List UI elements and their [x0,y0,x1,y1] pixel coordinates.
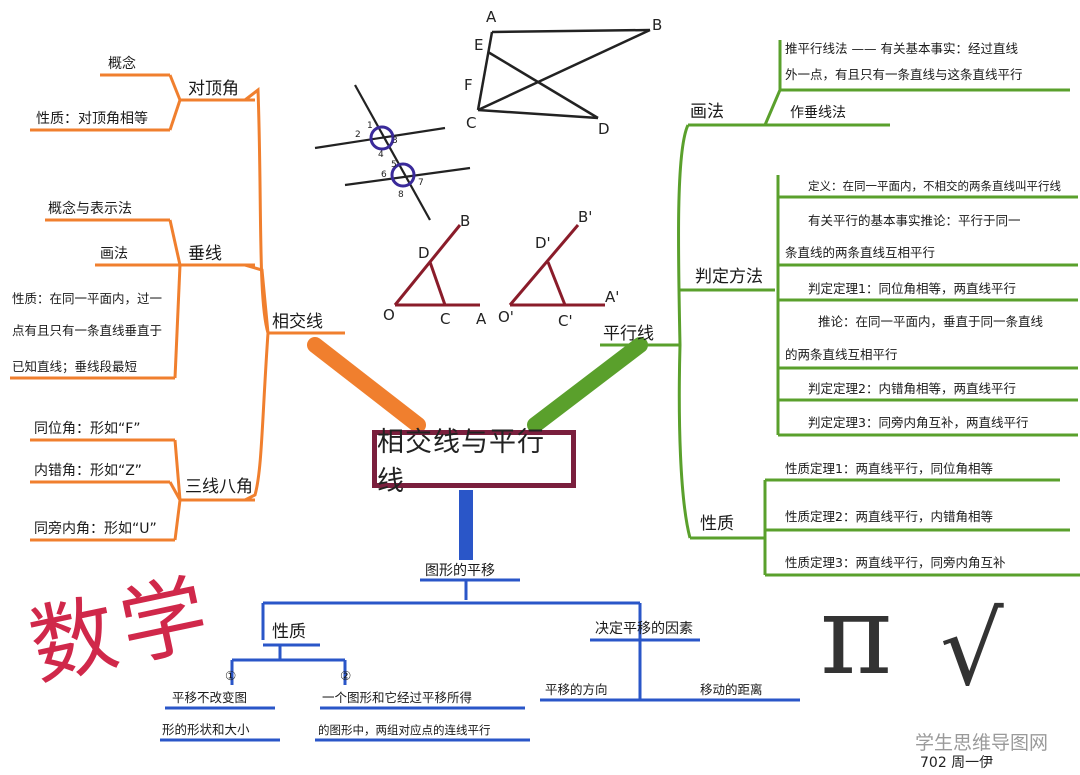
item-axiom-corollary-1: 有关平行的基本事实推论：平行于同一 [808,213,1021,228]
item-perpendicular-property-2: 点有且只有一条直线垂直于 [12,323,163,338]
tri-point-B-prime: B' [578,208,593,226]
item-property-3: 性质定理3：两直线平行，同旁内角互补 [785,555,1006,570]
item-drawing: 画法 [100,246,128,262]
angle-num-2: 2 [355,130,361,140]
item-perpendicular-property-1: 性质：在同一平面内，过一 [12,291,163,306]
tri-point-O-prime: O' [498,308,514,326]
angle-num-3: 3 [392,136,398,146]
angle-num-1: 1 [367,121,373,131]
group-translation-factors: 决定平移的因素 [595,621,693,637]
item-property-2: 性质定理2：两直线平行，内错角相等 [785,509,993,524]
tri-point-D-prime: D' [535,234,551,252]
item-co-interior-angles: 同旁内角：形如“U” [34,521,157,537]
tri-point-A: A [476,310,487,328]
tri-point-A-prime: A' [605,288,620,306]
point-A: A [486,8,497,26]
left-tree [10,73,345,542]
item-concept-notation: 概念与表示法 [48,201,132,217]
author-signature: 702 周一伊 [920,755,994,771]
angle-num-5: 5 [391,160,397,170]
group-properties: 性质 [700,514,734,534]
tri-point-O: O [383,306,395,324]
item-criterion-1: 判定定理1：同位角相等，两直线平行 [808,281,1016,296]
angle-num-6: 6 [381,170,387,180]
watermark: 学生思维导图网 [915,732,1049,754]
point-C: C [466,114,477,132]
group-vertical-angles: 对顶角 [188,79,239,99]
item-translation-property-1a: 平移不改变图 [172,690,248,705]
three-lines-eight-angles-figure [314,84,471,221]
item-property-1: 性质定理1：两直线平行，同位角相等 [785,461,993,476]
item-translation-property-2b: 的图形中，两组对应点的连线平行 [318,723,491,737]
item-translation-distance: 移动的距离 [700,682,763,697]
point-B: B [652,16,663,34]
group-three-lines-eight-angles: 三线八角 [185,477,253,497]
tri-point-D: D [418,244,430,262]
group-drawing: 画法 [690,102,724,122]
branch-label-intersecting-lines: 相交线 [272,312,323,332]
angle-num-7: 7 [418,178,424,188]
item-alternate-angles: 内错角：形如“Z” [34,463,142,479]
tri-point-B: B [460,212,471,230]
point-D: D [598,120,610,138]
item-perpendicular-property-3: 已知直线；垂线段最短 [12,359,138,374]
parallel-lines-figure [476,28,651,120]
item-perpendicular-method: 作垂线法 [790,105,846,121]
marker-2: ② [340,668,352,683]
point-E: E [474,36,484,54]
item-translation-property-1b: 形的形状和大小 [162,722,250,737]
tri-point-C: C [440,310,451,328]
pi-symbol: π [820,571,893,699]
item-translation-property-2a: 一个图形和它经过平移所得 [322,690,473,705]
angle-num-8: 8 [398,190,404,200]
group-perpendicular: 垂线 [188,244,222,264]
point-F: F [464,76,473,94]
tri-point-C-prime: C' [558,312,573,330]
left-main-branch [307,337,426,433]
item-parallel-axiom: 外一点，有且只有一条直线与这条直线平行 [785,67,1023,82]
sqrt-symbol: √ [940,591,1004,708]
branch-label-parallel-lines: 平行线 [603,324,654,344]
angle-num-4: 4 [378,150,384,160]
item-corollary-1: 推论：在同一平面内，垂直于同一条直线 [818,314,1044,329]
item-criterion-3: 判定定理3：同旁内角互补，两直线平行 [808,415,1029,430]
group-translation-properties: 性质 [272,622,306,642]
item-axiom-corollary-2: 条直线的两条直线互相平行 [785,245,936,260]
item-criterion-2: 判定定理2：内错角相等，两直线平行 [808,381,1016,396]
item-corollary-2: 的两条直线互相平行 [785,347,898,362]
item-definition: 定义：在同一平面内，不相交的两条直线叫平行线 [808,179,1061,193]
branch-label-translation: 图形的平移 [425,563,495,579]
right-main-branch [527,337,648,433]
right-tree [600,40,1080,577]
marker-1: ① [225,668,237,683]
item-corresponding-angles: 同位角：形如“F” [34,421,141,437]
item-parallel-push-method: 推平行线法 —— 有关基本事实：经过直线 [785,41,1018,56]
translation-figure [393,224,605,307]
item-concept: 概念 [108,56,136,72]
center-topic: 相交线与平行线 [372,427,576,497]
bottom-tree [160,578,800,742]
item-vertical-angle-property: 性质：对顶角相等 [36,111,148,127]
group-criteria: 判定方法 [695,267,763,287]
item-translation-direction: 平移的方向 [545,682,608,697]
